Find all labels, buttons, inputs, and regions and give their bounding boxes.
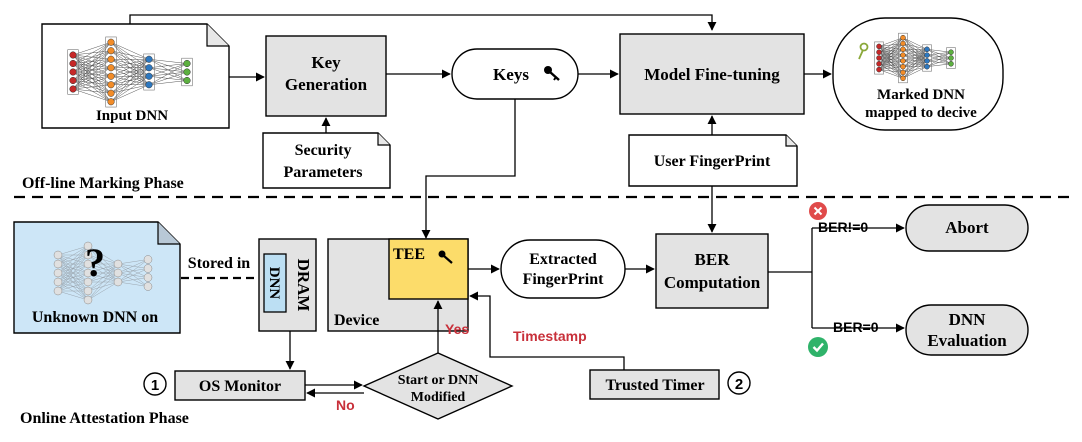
yes-label: Yes [445,321,469,337]
tee-label: TEE [393,246,425,263]
question-mark-icon: ? [85,240,105,285]
tee-box [388,238,469,300]
stored-in-label: Stored in [188,255,250,272]
decision-diamond [362,352,514,420]
marked-dnn-box [832,17,1004,131]
key-generation-label-1: Key [311,53,341,72]
dnn-eval-label-1: DNN [949,310,987,329]
timestamp-label: Timestamp [513,328,587,344]
trusted-timer-label: Trusted Timer [605,377,704,394]
decision-label-2: Modified [411,390,466,405]
key-icon [544,66,560,81]
abort-label: Abort [945,218,989,237]
error-icon [809,202,827,220]
security-parameters-document [262,132,391,189]
marked-dnn-label-1: Marked DNN [877,87,965,103]
dnn-memory-block [263,253,287,313]
unknown-dnn-label: Unknown DNN on [32,309,158,326]
input-dnn-label: Input DNN [96,108,168,124]
abort-box [905,204,1029,252]
model-finetuning-label: Model Fine-tuning [644,65,780,84]
security-params-label-1: Security [295,142,352,159]
tee-key-icon [438,250,453,264]
dnn-evaluation-box [905,304,1029,356]
marked-dnn-label-2: mapped to decive [865,105,977,121]
online-phase-label: Online Attestation Phase [20,410,189,427]
extracted-fingerprint-box [500,239,626,299]
decision-label-1: Start or DNN [398,373,479,388]
key-generation-label-2: Generation [285,75,368,94]
ber-computation-box [655,233,769,309]
ber-not-zero-label: BER!=0 [818,219,868,235]
os-monitor-label: OS Monitor [199,378,281,395]
ber-label-1: BER [695,250,731,269]
keys-label: Keys [493,65,529,84]
model-finetuning-box [619,33,805,115]
input-dnn-document: Input DNN [41,23,230,129]
step-2-badge: 2 [727,371,751,395]
os-monitor-box [174,370,306,401]
ber-zero-label: BER=0 [833,319,879,335]
ber-label-2: Computation [664,273,761,292]
dnn-eval-label-2: Evaluation [927,331,1007,350]
marked-key-icon [858,42,869,60]
input-network-icon [67,36,193,108]
user-fingerprint-document [628,134,798,187]
offline-phase-label: Off-line Marking Phase [22,175,184,192]
device-label: Device [334,312,379,329]
dram-label: DRAM [294,259,313,312]
security-params-label-2: Parameters [283,164,362,181]
svg-text:1: 1 [151,377,159,394]
success-icon [808,337,828,357]
extracted-fp-label-2: FingerPrint [523,271,605,288]
unknown-dnn-document: ? Unknown DNN on [13,221,181,334]
dnn-memory-label: DNN [266,267,282,300]
step-1-badge: 1 [143,372,167,396]
marked-network-icon [874,32,956,84]
unknown-network-icon [53,241,153,305]
key-generation-box [265,35,387,117]
svg-text:2: 2 [735,376,743,393]
extracted-fp-label-1: Extracted [529,251,597,268]
user-fingerprint-label: User FingerPrint [654,153,771,170]
no-label: No [336,397,355,413]
top-bypass-arrow [129,14,717,31]
trusted-timer-box [589,369,720,400]
